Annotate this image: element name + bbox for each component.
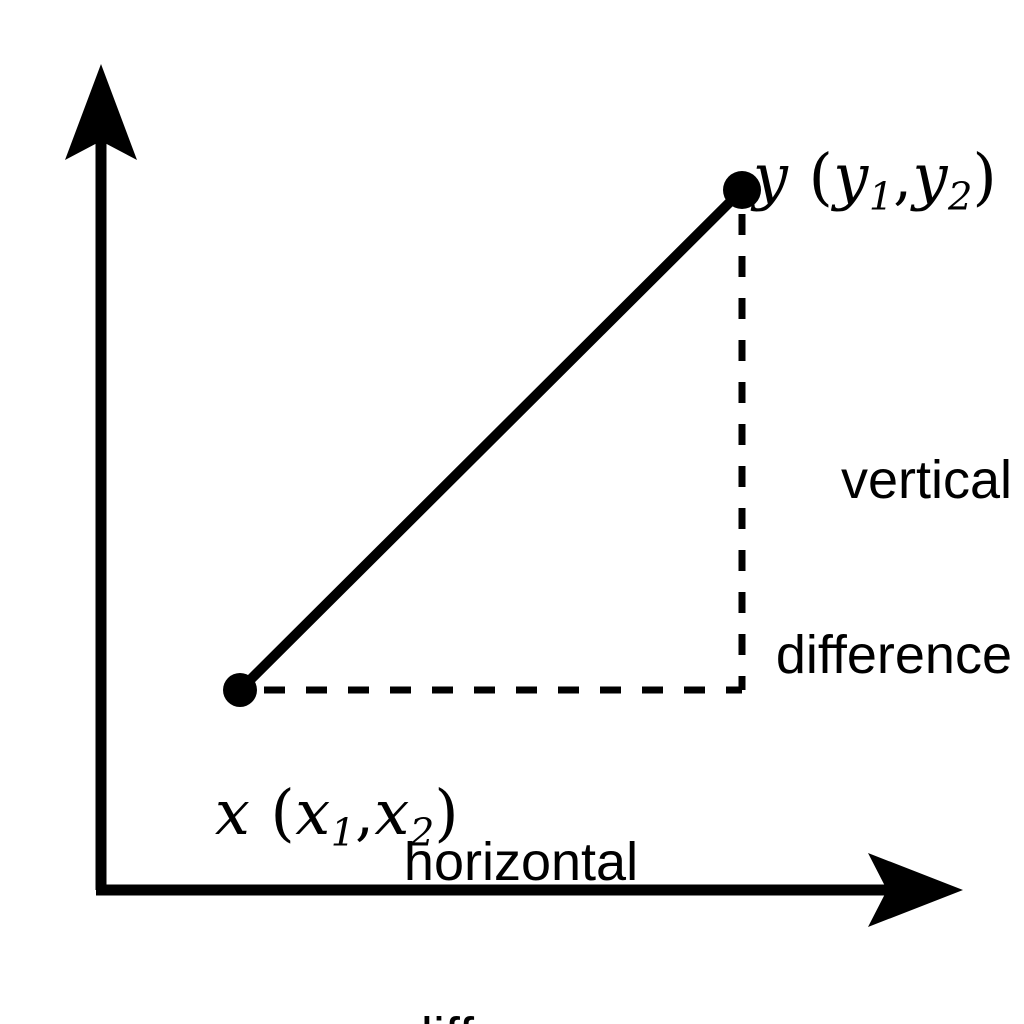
point-y-sub2: 2 [948, 174, 973, 220]
point-y-var1: y [833, 140, 869, 214]
point-y-marker[interactable] [723, 171, 761, 209]
point-y-sub1: 1 [868, 174, 894, 220]
point-x-sub1: 1 [330, 810, 356, 856]
point-x-var2: x [374, 776, 410, 850]
vertical-difference-label-line1: vertical [840, 449, 1012, 510]
vertical-difference-label-line2: difference [775, 624, 1012, 685]
point-y-base: y [752, 140, 789, 214]
point-x-sub2: 2 [409, 810, 435, 856]
y-axis-arrowhead-icon [65, 64, 137, 160]
point-x-base: x [214, 776, 251, 850]
x-axis [96, 853, 963, 927]
point-y-comma: , [893, 143, 913, 213]
point-y-label: y (y1,y2) [672, 82, 997, 280]
point-x-close-paren: ) [434, 776, 460, 850]
point-y-open-paren: ( [808, 140, 834, 214]
point-x-comma: , [355, 779, 375, 849]
x-axis-arrowhead-icon [868, 853, 963, 927]
point-y-var2: y [912, 140, 949, 214]
point-y-close-paren: ) [972, 140, 998, 214]
point-x-open-paren: ( [270, 776, 296, 850]
connecting-line-segment [235, 185, 747, 695]
horizontal-difference-label-line2: difference [376, 1007, 666, 1024]
horizontal-difference-label: horizontal difference [376, 716, 666, 1024]
point-x-var1: x [295, 776, 331, 850]
point-x-marker[interactable] [223, 673, 257, 707]
point-x-label: x (x1,x2) [134, 718, 459, 916]
vertical-difference-label: vertical difference [776, 334, 1012, 801]
horizontal-difference-label-line1: horizontal [403, 831, 639, 892]
y-axis [65, 64, 137, 890]
